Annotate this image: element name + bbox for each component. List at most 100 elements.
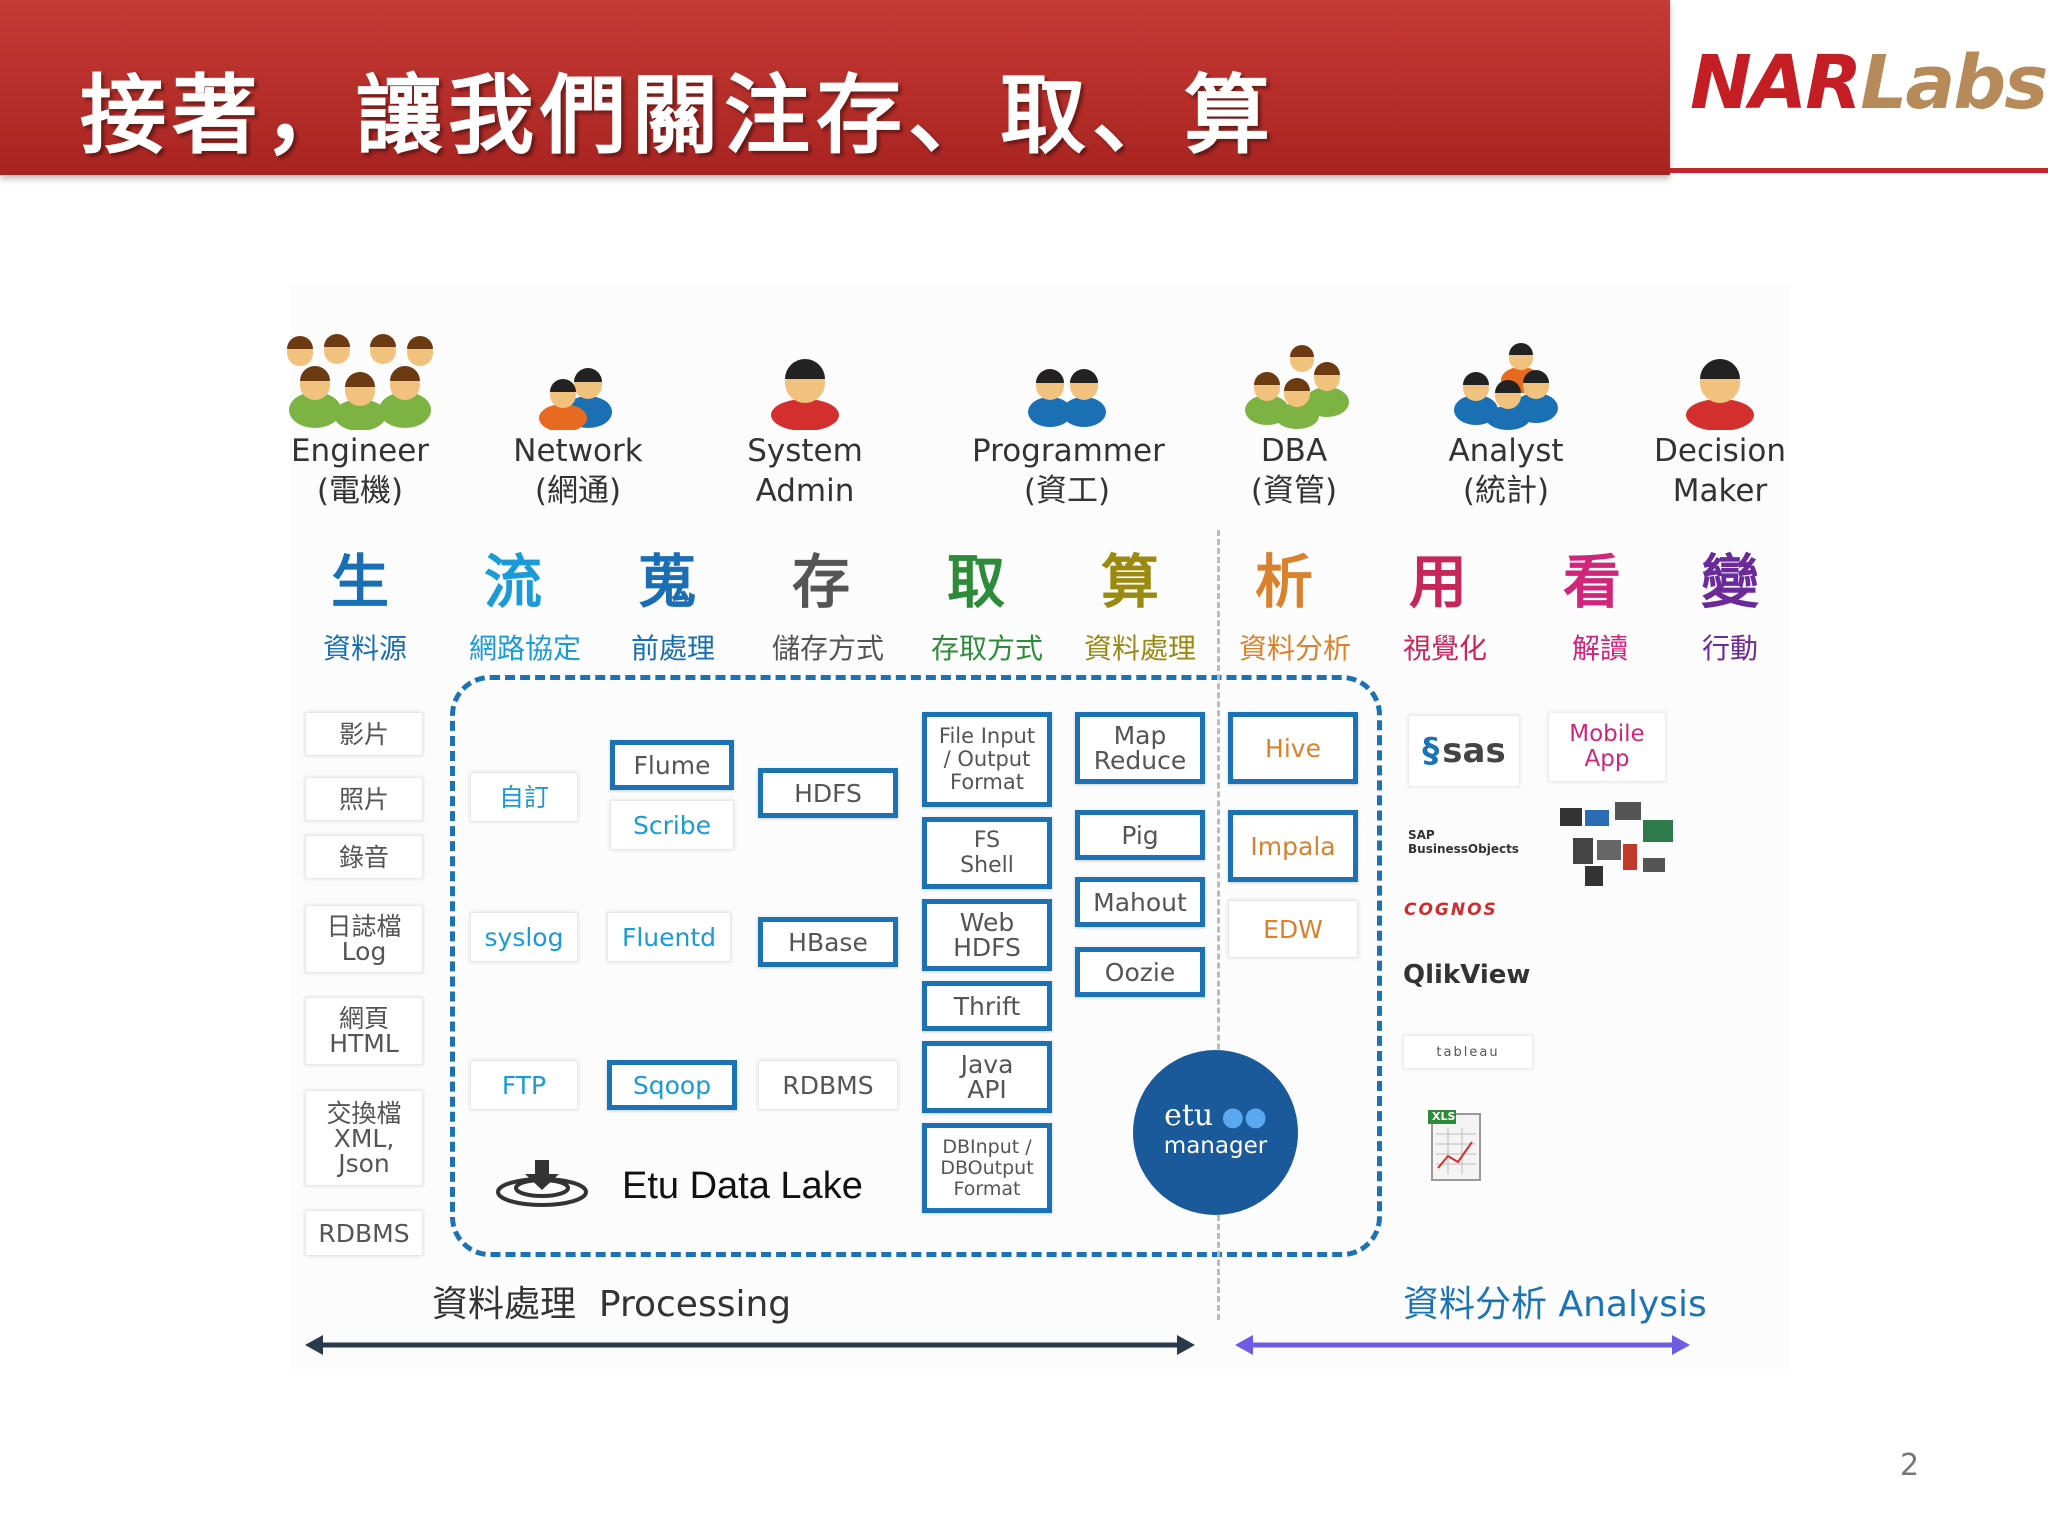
stage-char: 流 xyxy=(443,535,583,619)
collector-flume: Flume xyxy=(610,740,734,790)
analysis-impala: Impala xyxy=(1228,810,1358,882)
role-dba: DBA (資管) xyxy=(1199,300,1389,510)
stage-subtitle: 存取方式 xyxy=(907,627,1067,667)
sas-icon: § xyxy=(1422,739,1439,764)
source-rdbms: RDBMS xyxy=(305,1210,423,1256)
stage-subtitle: 行動 xyxy=(1650,627,1810,667)
slide-number: 2 xyxy=(1900,1448,1919,1483)
role-line1: Decision xyxy=(1625,432,1815,470)
qlikview-logo: QlikView xyxy=(1403,960,1530,990)
storage-rdbms: RDBMS xyxy=(758,1060,898,1110)
source-photo: 照片 xyxy=(305,777,423,821)
data-lake-label: Etu Data Lake xyxy=(622,1165,863,1208)
protocol-syslog: syslog xyxy=(470,912,578,962)
etu-manager-subtitle: manager xyxy=(1133,1133,1298,1159)
people-trio-icon xyxy=(1411,300,1601,430)
access-thrift: Thrift xyxy=(922,981,1052,1031)
devices-icon xyxy=(1555,800,1680,890)
data-lake-icon xyxy=(495,1158,590,1208)
stage-char: 看 xyxy=(1522,535,1662,619)
access-dbio-format: DBInput / DBOutput Format xyxy=(922,1123,1052,1213)
compute-mahout: Mahout xyxy=(1075,877,1205,927)
mobile-app-box: Mobile App xyxy=(1548,712,1666,782)
role-line1: System xyxy=(710,432,900,470)
person-icon xyxy=(710,300,900,430)
role-line2: (資工) xyxy=(972,472,1162,510)
stage-char: 生 xyxy=(290,535,430,619)
people-group-icon xyxy=(265,300,455,430)
xls-label: XLS xyxy=(1432,1110,1455,1123)
analysis-arrow xyxy=(1235,1330,1690,1360)
role-line2: (統計) xyxy=(1411,472,1601,510)
role-line1: DBA xyxy=(1199,432,1389,470)
role-decision-maker: Decision Maker xyxy=(1625,300,1815,510)
role-line2: (電機) xyxy=(265,472,455,510)
source-xml-json: 交換檔 XML, Json xyxy=(305,1090,423,1186)
role-line1: Programmer xyxy=(972,432,1162,470)
stage-subtitle: 前處理 xyxy=(593,627,753,667)
cognos-logo: COGNOS xyxy=(1404,900,1498,920)
protocol-ftp: FTP xyxy=(470,1060,578,1110)
stage-subtitle: 網路協定 xyxy=(445,627,605,667)
collector-fluentd: Fluentd xyxy=(607,912,731,962)
tableau-label: tableau xyxy=(1436,1040,1499,1065)
people-pair-icon xyxy=(483,300,673,430)
role-engineer: Engineer (電機) xyxy=(265,300,455,510)
role-line2: (資管) xyxy=(1199,472,1389,510)
analysis-hive: Hive xyxy=(1228,712,1358,784)
stage-subtitle: 儲存方式 xyxy=(748,627,908,667)
person-icon xyxy=(1625,300,1815,430)
collector-scribe: Scribe xyxy=(610,800,734,850)
header-rule xyxy=(1670,168,2048,173)
access-web-hdfs: Web HDFS xyxy=(922,899,1052,971)
sap-businessobjects-logo: SAP BusinessObjects xyxy=(1408,828,1523,856)
analysis-label: 資料分析 Analysis xyxy=(1403,1275,1707,1327)
processing-arrow xyxy=(305,1330,1195,1360)
compute-mapreduce: Map Reduce xyxy=(1075,712,1205,784)
role-line2: Admin xyxy=(710,472,900,510)
access-file-io-format: File Input / Output Format xyxy=(922,712,1052,807)
compute-pig: Pig xyxy=(1075,810,1205,860)
stage-subtitle: 資料分析 xyxy=(1215,627,1375,667)
storage-hdfs: HDFS xyxy=(758,768,898,818)
compute-oozie: Oozie xyxy=(1075,947,1205,997)
tableau-logo: tableau xyxy=(1403,1035,1533,1069)
people-pair-icon xyxy=(972,300,1162,430)
stage-char: 蒐 xyxy=(597,535,737,619)
stage-char: 算 xyxy=(1060,535,1200,619)
role-line2: (網通) xyxy=(483,472,673,510)
stage-subtitle: 視覺化 xyxy=(1365,627,1525,667)
role-analyst: Analyst (統計) xyxy=(1411,300,1601,510)
role-line1: Engineer xyxy=(265,432,455,470)
stage-subtitle: 資料源 xyxy=(285,627,445,667)
protocol-custom: 自訂 xyxy=(470,772,578,822)
stage-char: 取 xyxy=(906,535,1046,619)
access-fs-shell: FS Shell xyxy=(922,817,1052,889)
stage-char: 用 xyxy=(1368,535,1508,619)
collector-sqoop: Sqoop xyxy=(607,1060,737,1110)
etu-manager-title: etu xyxy=(1164,1098,1213,1133)
logo-labs: Labs xyxy=(1860,40,2046,126)
stage-subtitle: 資料處理 xyxy=(1060,627,1220,667)
source-html: 網頁 HTML xyxy=(305,997,423,1065)
etu-manager-badge: etu ●● manager xyxy=(1133,1050,1298,1215)
analysis-edw: EDW xyxy=(1228,900,1358,958)
slide-title: 接著，讓我們關注存、取、算 xyxy=(80,45,1276,170)
role-line2: Maker xyxy=(1625,472,1815,510)
stage-char: 存 xyxy=(751,535,891,619)
logo-nar: NAR xyxy=(1690,40,1860,126)
role-line1: Network xyxy=(483,432,673,470)
role-line1: Analyst xyxy=(1411,432,1601,470)
dots-icon: ●● xyxy=(1213,1102,1267,1132)
source-video: 影片 xyxy=(305,712,423,756)
storage-hbase: HBase xyxy=(758,917,898,967)
processing-label: 資料處理 Processing xyxy=(432,1275,791,1327)
source-audio: 錄音 xyxy=(305,835,423,879)
people-trio-icon xyxy=(1199,300,1389,430)
narlabs-logo: NARLabs xyxy=(1690,40,2046,126)
access-java-api: Java API xyxy=(922,1041,1052,1113)
role-programmer: Programmer (資工) xyxy=(972,300,1162,510)
role-system-admin: System Admin xyxy=(710,300,900,510)
role-network: Network (網通) xyxy=(483,300,673,510)
sas-label: sas xyxy=(1442,739,1505,764)
